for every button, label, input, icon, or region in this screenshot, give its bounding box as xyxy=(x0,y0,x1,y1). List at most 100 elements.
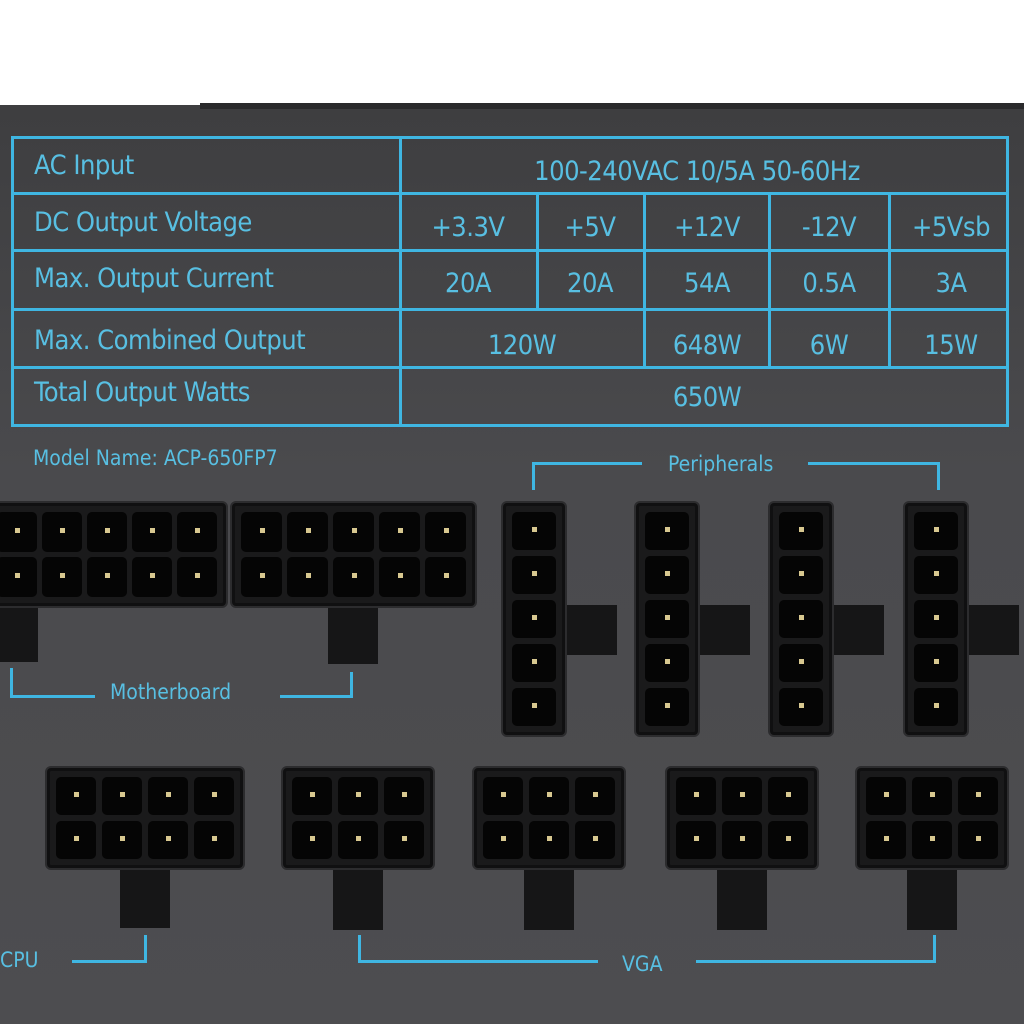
pin-socket xyxy=(287,557,328,597)
pin-socket xyxy=(779,600,823,638)
pin-socket xyxy=(914,644,958,682)
peripheral-connector-3 xyxy=(770,503,832,735)
pin-socket xyxy=(483,777,523,815)
cpu-label: CPU xyxy=(0,948,39,972)
pin-socket xyxy=(483,821,523,859)
pin-socket xyxy=(333,512,374,552)
pin-socket xyxy=(42,512,82,552)
pin-socket xyxy=(102,777,142,815)
pin-socket xyxy=(338,821,378,859)
pin-socket xyxy=(512,556,556,594)
voltage-5vsb: +5Vsb xyxy=(912,212,991,243)
peripheral-connector-2 xyxy=(636,503,698,735)
pin-socket xyxy=(512,512,556,550)
current-neg12v: 0.5A xyxy=(802,268,856,299)
pin-socket xyxy=(912,821,952,859)
combined-5vsb: 15W xyxy=(924,330,978,361)
pin-socket xyxy=(645,600,689,638)
pin-socket xyxy=(425,512,466,552)
pin-socket xyxy=(645,644,689,682)
voltage-12v: +12V xyxy=(674,212,740,243)
pin-socket xyxy=(575,821,615,859)
pin-socket xyxy=(42,557,82,597)
combined-neg12v: 6W xyxy=(809,330,849,361)
pin-socket xyxy=(333,557,374,597)
pin-socket xyxy=(148,821,188,859)
vga-connector-4 xyxy=(857,768,1007,868)
pin-socket xyxy=(292,821,332,859)
cpu-connector xyxy=(47,768,243,868)
combined-3v3-5v: 120W xyxy=(487,330,557,361)
pin-socket xyxy=(241,557,282,597)
pin-socket xyxy=(914,512,958,550)
pin-socket xyxy=(914,688,958,726)
peripheral-connector-1 xyxy=(503,503,565,735)
vga-connector-2-latch xyxy=(524,870,574,930)
pin-socket xyxy=(512,688,556,726)
pin-socket xyxy=(56,821,96,859)
voltage-3v3: +3.3V xyxy=(431,212,505,243)
total-watts-label: Total Output Watts xyxy=(34,377,250,408)
pin-socket xyxy=(132,512,172,552)
pin-socket xyxy=(722,821,762,859)
pin-socket xyxy=(676,777,716,815)
pin-socket xyxy=(958,777,998,815)
pin-socket xyxy=(645,556,689,594)
pin-socket xyxy=(177,512,217,552)
pin-socket xyxy=(529,821,569,859)
pin-socket xyxy=(194,821,234,859)
voltage-5v: +5V xyxy=(564,212,616,243)
pin-socket xyxy=(914,556,958,594)
pin-socket xyxy=(768,777,808,815)
panel-edge xyxy=(200,103,1024,109)
pin-socket xyxy=(912,777,952,815)
vga-connector-2 xyxy=(474,768,624,868)
pin-socket xyxy=(384,777,424,815)
vga-label: VGA xyxy=(622,952,663,976)
dc-voltage-label: DC Output Voltage xyxy=(34,207,252,238)
pin-socket xyxy=(177,557,217,597)
vga-connector-3-latch xyxy=(717,870,767,930)
pin-socket xyxy=(287,512,328,552)
current-5vsb: 3A xyxy=(935,268,967,299)
vga-connector-1-latch xyxy=(333,870,383,930)
pin-socket xyxy=(575,777,615,815)
pin-socket xyxy=(0,512,37,552)
pin-socket xyxy=(779,688,823,726)
pin-socket xyxy=(241,512,282,552)
peripherals-label: Peripherals xyxy=(668,452,774,476)
vga-connector-4-latch xyxy=(907,870,957,930)
pin-socket xyxy=(768,821,808,859)
current-3v3: 20A xyxy=(444,268,492,299)
pin-socket xyxy=(102,821,142,859)
pin-socket xyxy=(645,512,689,550)
max-current-label: Max. Output Current xyxy=(34,263,274,294)
ac-input-label: AC Input xyxy=(34,150,134,181)
current-12v: 54A xyxy=(683,268,731,299)
ac-input-value: 100-240VAC 10/5A 50-60Hz xyxy=(534,156,860,187)
model-name: Model Name: ACP-650FP7 xyxy=(33,446,278,470)
max-combined-label: Max. Combined Output xyxy=(34,325,306,356)
pin-socket xyxy=(425,557,466,597)
motherboard-connector-a xyxy=(0,503,226,606)
pin-socket xyxy=(866,821,906,859)
pin-socket xyxy=(132,557,172,597)
cpu-connector-latch xyxy=(120,870,170,928)
vga-connector-1 xyxy=(283,768,433,868)
pin-socket xyxy=(779,512,823,550)
combined-12v: 648W xyxy=(672,330,742,361)
pin-socket xyxy=(958,821,998,859)
total-watts-value: 650W xyxy=(672,382,742,413)
pin-socket xyxy=(529,777,569,815)
motherboard-connector-b-latch xyxy=(328,600,378,664)
pin-socket xyxy=(56,777,96,815)
pin-socket xyxy=(866,777,906,815)
pin-socket xyxy=(87,512,127,552)
voltage-neg12v: -12V xyxy=(801,212,857,243)
pin-socket xyxy=(87,557,127,597)
current-5v: 20A xyxy=(566,268,614,299)
pin-socket xyxy=(512,600,556,638)
vga-connector-3 xyxy=(667,768,817,868)
pin-socket xyxy=(645,688,689,726)
pin-socket xyxy=(194,777,234,815)
